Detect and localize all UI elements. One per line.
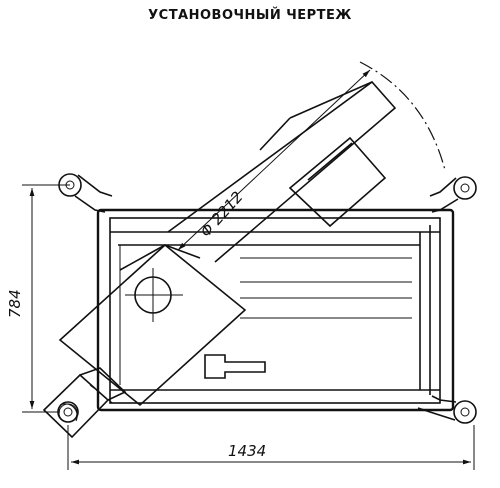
height-dimension: 784 xyxy=(6,184,70,413)
height-label: 784 xyxy=(6,289,24,318)
drawing-title: УСТАНОВОЧНЫЙ ЧЕРТЕЖ xyxy=(148,8,352,23)
mounting-foot-top-right xyxy=(429,176,477,213)
width-dimension: 1434 xyxy=(67,425,475,470)
drive-motor xyxy=(42,367,127,439)
mounting-foot-top-left xyxy=(58,173,113,213)
slot-handle xyxy=(204,354,266,379)
diameter-dimension: Φ 2212 xyxy=(177,69,371,251)
width-label: 1434 xyxy=(228,442,266,460)
machine-base-frame xyxy=(96,208,455,412)
mounting-foot-bottom-right xyxy=(417,395,477,424)
swing-radius-arc xyxy=(359,61,446,171)
